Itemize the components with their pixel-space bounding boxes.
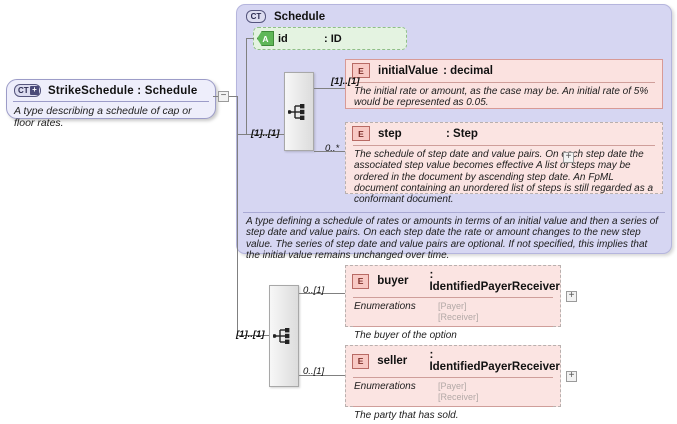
root-complextype-strikeschedule[interactable]: CT + StrikeSchedule : Schedule A type de… (6, 79, 216, 129)
element-divider (353, 377, 553, 378)
expand-toggle-buyer[interactable]: + (566, 291, 577, 302)
connector-attribute-horizontal (246, 38, 254, 39)
element-name-seller: seller (377, 355, 408, 367)
element-name-step: step (378, 127, 402, 140)
sequence-icon (273, 328, 290, 344)
root-title: StrikeSchedule : Schedule (48, 84, 198, 97)
enumerations-values: [Payer] [Receiver] (438, 301, 479, 323)
cardinality-top-sequence: [1]..[1] (251, 128, 280, 139)
element-header-seller: E seller : IdentifiedPayerReceiver (346, 346, 560, 376)
element-box-initialvalue[interactable]: E initialValue : decimal The initial rat… (345, 59, 663, 109)
element-name-initialvalue: initialValue (378, 64, 439, 77)
element-badge-icon: E (352, 63, 370, 78)
enumeration-value: [Receiver] (438, 392, 479, 402)
group-annotation: A type defining a schedule of rates or a… (246, 216, 659, 261)
cardinality-seller: 0..[1] (303, 366, 325, 377)
element-type-initialvalue: : decimal (443, 64, 493, 77)
element-annotation-step: The schedule of step date and value pair… (354, 149, 654, 206)
element-name-buyer: buyer (377, 275, 409, 287)
enumerations-row-seller: Enumerations [Payer] [Receiver] (346, 378, 560, 405)
cardinality-initialvalue: [1]..[1] (331, 76, 360, 87)
connector-trunk-vertical (237, 96, 238, 335)
enumerations-label: Enumerations (354, 301, 416, 312)
enumerations-label: Enumerations (354, 381, 416, 392)
element-divider (353, 82, 655, 83)
element-box-buyer[interactable]: E buyer : IdentifiedPayerReceiver Enumer… (345, 265, 561, 341)
complextype-plus-badge-icon: CT + (14, 84, 41, 97)
connector-seq-bottom-to-seller (299, 375, 345, 376)
root-divider (13, 101, 209, 102)
expand-toggle-step[interactable]: + (563, 152, 574, 163)
connector-toggle-out (229, 96, 237, 97)
element-annotation-initialvalue: The initial rate or amount, as the case … (354, 86, 649, 109)
cardinality-step: 0..* (325, 143, 340, 154)
element-divider-2 (353, 326, 553, 327)
element-divider (353, 297, 553, 298)
sequence-compositor-top[interactable] (284, 72, 314, 151)
expand-toggle-seller[interactable]: + (566, 371, 577, 382)
group-title: Schedule (274, 10, 326, 23)
group-header: CT Schedule (237, 5, 671, 23)
element-header-initialvalue: E initialValue : decimal (346, 60, 662, 81)
connector-seq-top-to-step (314, 151, 345, 152)
element-badge-icon: E (352, 273, 370, 289)
connector-seq-top-to-initialvalue (314, 88, 345, 89)
complextype-badge-icon: CT (246, 10, 266, 23)
element-divider-2 (353, 406, 553, 407)
element-header-buyer: E buyer : IdentifiedPayerReceiver (346, 266, 560, 296)
element-header-step: E step : Step (346, 123, 662, 144)
connector-root-out (213, 96, 219, 97)
cardinality-buyer: 0..[1] (303, 285, 325, 296)
element-annotation-buyer: The buyer of the option (354, 330, 457, 341)
attribute-badge-icon: A (257, 31, 274, 46)
connector-branch-top (237, 134, 284, 135)
enumerations-row-buyer: Enumerations [Payer] [Receiver] (346, 298, 560, 325)
attribute-box-id[interactable]: A id : ID (253, 27, 407, 50)
element-annotation-seller: The party that has sold. (354, 410, 459, 421)
cardinality-bottom-sequence: [1]..[1] (236, 329, 265, 340)
root-header: CT + StrikeSchedule : Schedule (7, 80, 215, 101)
sequence-icon (288, 103, 305, 120)
enumeration-value: [Receiver] (438, 312, 479, 322)
enumeration-value: [Payer] (438, 381, 467, 391)
attribute-name: id (278, 32, 288, 45)
element-type-seller: : IdentifiedPayerReceiver (429, 349, 560, 373)
enumeration-value: [Payer] (438, 301, 467, 311)
collapse-toggle-root[interactable]: − (218, 91, 229, 102)
root-annotation: A type describing a schedule of cap or f… (14, 105, 192, 129)
element-box-step[interactable]: E step : Step The schedule of step date … (345, 122, 663, 205)
attribute-type: : ID (324, 32, 342, 45)
element-type-buyer: : IdentifiedPayerReceiver (429, 269, 560, 293)
group-divider (243, 212, 665, 213)
connector-branch-bottom (237, 335, 269, 336)
element-badge-icon: E (352, 353, 370, 369)
badge-plus-icon: + (30, 86, 39, 95)
sequence-compositor-bottom[interactable] (269, 285, 299, 387)
connector-seq-bottom-to-buyer (299, 293, 345, 294)
element-type-step: : Step (446, 127, 478, 140)
element-badge-icon: E (352, 126, 370, 141)
element-divider (353, 145, 655, 146)
connector-attribute-vertical (246, 38, 247, 134)
badge-text: CT (18, 86, 29, 95)
enumerations-values: [Payer] [Receiver] (438, 381, 479, 403)
element-box-seller[interactable]: E seller : IdentifiedPayerReceiver Enume… (345, 345, 561, 421)
